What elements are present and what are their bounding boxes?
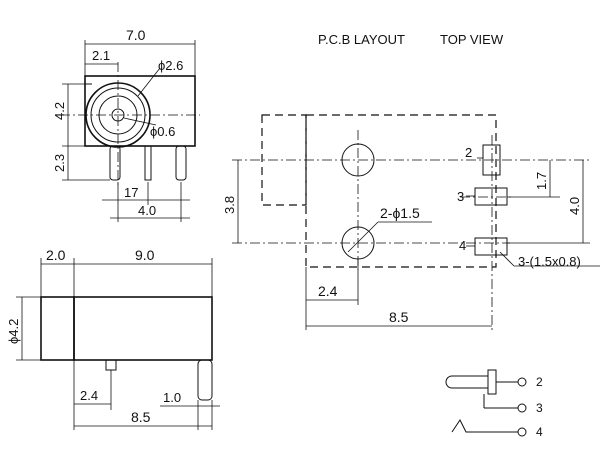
- schematic-pin-3: 3: [536, 401, 543, 415]
- pcb-layout: [232, 114, 600, 330]
- pcb-outline: [305, 114, 497, 268]
- pcb-pad-2: [482, 144, 501, 176]
- side-dia-dim: ϕ4.2: [6, 319, 21, 344]
- pcb-pin-2-label: 2: [465, 145, 472, 160]
- side-pin-long: [197, 359, 213, 401]
- pcb-pad-4: [474, 237, 508, 256]
- side-body-dim: 9.0: [135, 247, 155, 263]
- front-pin-gap-dim: 17: [124, 185, 138, 200]
- pcb-height-dim: 3.8: [222, 196, 237, 214]
- front-pin-mid: [144, 145, 152, 181]
- side-length-dim: 8.5: [131, 409, 151, 425]
- front-height-dim: 4.2: [52, 102, 67, 120]
- front-pin-right: [175, 145, 187, 181]
- front-pin-left: [109, 145, 121, 181]
- pcb-hole-label: 2-ϕ1.5: [380, 205, 420, 221]
- side-pin-width-dim: 1.0: [163, 390, 181, 405]
- schematic-plug: [445, 375, 488, 389]
- pcb-pad-gap-dim: 1.7: [534, 172, 549, 190]
- side-body: [73, 296, 213, 361]
- front-pin-span-dim: 4.0: [138, 203, 156, 218]
- pcb-pin-4-label: 4: [459, 238, 466, 253]
- side-view: [16, 258, 220, 430]
- pcb-length-dim: 8.5: [389, 309, 409, 325]
- front-view: [60, 40, 200, 222]
- pcb-pad-spec: 3-(1.5x0.8): [518, 254, 581, 269]
- front-outer-dia: ϕ2.6: [158, 58, 183, 73]
- front-body: [84, 75, 196, 147]
- front-pin-height-dim: 2.3: [52, 154, 67, 172]
- side-collar: [40, 296, 75, 361]
- side-pin-small: [105, 359, 117, 371]
- pcb-pad-span-dim: 4.0: [567, 197, 582, 215]
- pcb-hole-offset-dim: 2.4: [318, 283, 338, 299]
- pcb-pad-3: [474, 187, 508, 206]
- front-width-dim: 7.0: [126, 27, 146, 43]
- front-offset-dim: 2.1: [92, 48, 110, 63]
- side-front-dim: 2.0: [46, 247, 66, 263]
- pcb-pin-3-label: 3: [457, 189, 464, 204]
- view-title: TOP VIEW: [440, 32, 504, 47]
- pcb-collar-outline: [261, 114, 307, 206]
- schematic-pin-2: 2: [536, 375, 543, 389]
- layout-title: P.C.B LAYOUT: [318, 32, 405, 47]
- front-pin-dia: ϕ0.6: [150, 124, 175, 139]
- schematic-pin-4: 4: [536, 425, 543, 439]
- schematic-symbol: [445, 369, 527, 437]
- side-pin-offset-dim: 2.4: [80, 388, 98, 403]
